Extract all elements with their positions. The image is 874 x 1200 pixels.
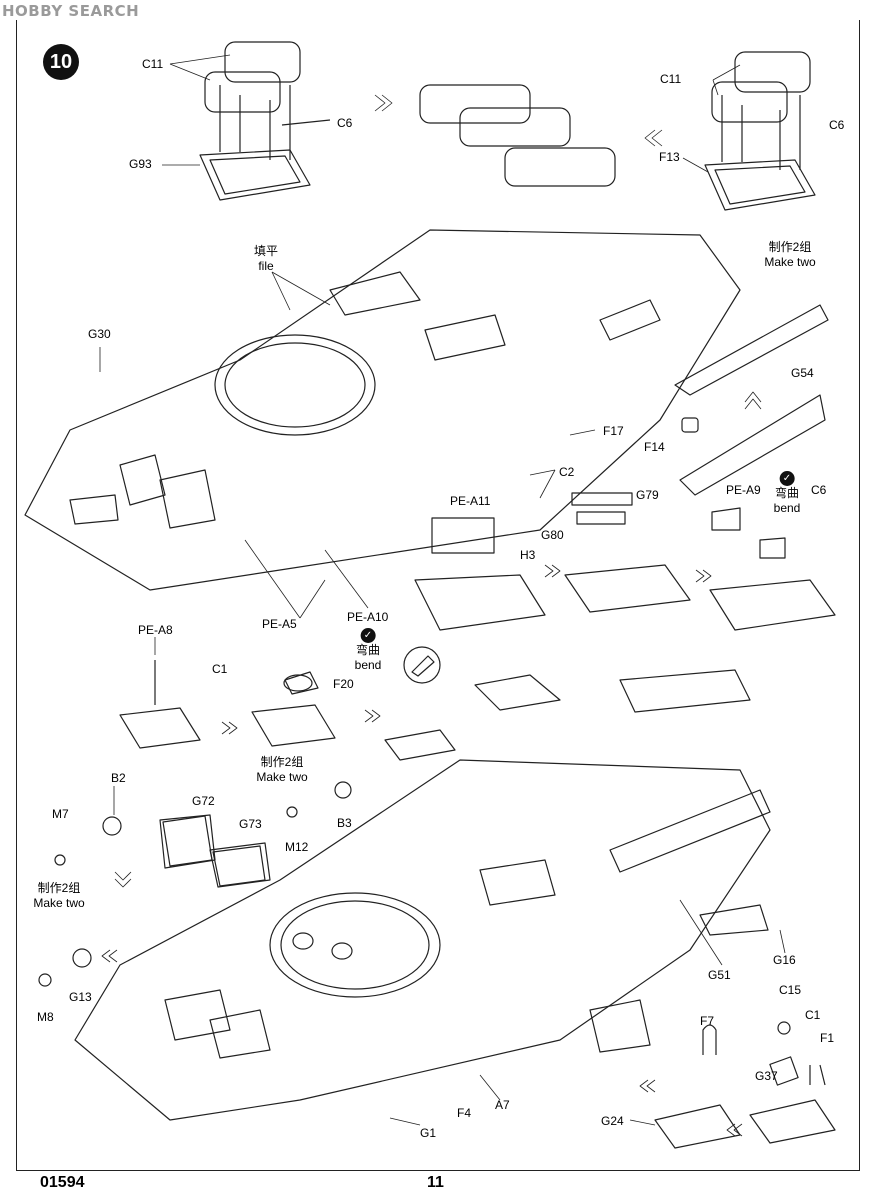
label-c1: C1 (212, 662, 228, 676)
label-f17: F17 (603, 424, 624, 438)
label-g51: G51 (708, 968, 731, 982)
label-f4: F4 (457, 1106, 472, 1120)
note-bend-en: bend (773, 501, 801, 515)
note-make-two-cn: 制作2组 (37, 881, 81, 895)
label-pe-a11: PE-A11 (450, 494, 491, 508)
note-make-two-cn: 制作2组 (260, 755, 304, 769)
small-hatches (119, 660, 336, 749)
leader-lines (99, 54, 786, 1126)
page-border (16, 20, 860, 1171)
label-m7: M7 (52, 807, 69, 821)
label-h3: H3 (520, 548, 536, 562)
label-f14: F14 (644, 440, 665, 454)
note-bend-en: bend (354, 658, 382, 672)
label-g80: G80 (541, 528, 564, 542)
label-g37: G37 (755, 1069, 778, 1083)
note-bend: ✓ 弯曲 bend (773, 470, 801, 516)
label-b2: B2 (111, 771, 126, 785)
bend-icon: ✓ (360, 628, 376, 643)
label-b3: B3 (337, 816, 352, 830)
label-c6: C6 (337, 116, 353, 130)
label-c6: C6 (829, 118, 845, 132)
note-make-two-en: Make two (764, 255, 816, 269)
hobby-search-watermark: HOBBY SEARCH (2, 2, 140, 20)
upper-hull (24, 84, 741, 591)
label-c6: C6 (811, 483, 827, 497)
label-c15: C15 (779, 983, 802, 997)
label-g1: G1 (420, 1126, 437, 1140)
note-make-two: 制作2组 Make two (33, 881, 84, 911)
label-g72: G72 (192, 794, 215, 808)
note-make-two-cn: 制作2组 (768, 240, 812, 254)
label-c1: C1 (805, 1008, 821, 1022)
note-make-two: 制作2组 Make two (764, 240, 815, 270)
label-f13: F13 (659, 150, 680, 164)
label-f20: F20 (333, 677, 354, 691)
hatch-assembly-top-right (704, 51, 816, 211)
label-g24: G24 (601, 1114, 624, 1128)
label-g93: G93 (129, 157, 152, 171)
page-code: 01594 (40, 1174, 85, 1191)
flow-arrows (101, 94, 762, 1137)
lower-hull (74, 669, 771, 1121)
label-pe-a5: PE-A5 (262, 617, 297, 631)
label-m8: M8 (37, 1010, 54, 1024)
label-f1: F1 (820, 1031, 835, 1045)
label-g30: G30 (88, 327, 111, 341)
label-g79: G79 (636, 488, 659, 502)
label-g16: G16 (773, 953, 796, 967)
note-make-two-en: Make two (33, 896, 85, 910)
label-a7: A7 (495, 1098, 510, 1112)
note-bend-cn: 弯曲 (355, 643, 381, 657)
label-pe-a8: PE-A8 (138, 623, 173, 637)
exhaust-parts (674, 304, 829, 496)
note-make-two-en: Make two (256, 770, 308, 784)
step-number-badge: 10 (43, 44, 79, 80)
label-f7: F7 (700, 1014, 715, 1028)
label-g73: G73 (239, 817, 262, 831)
note-make-two: 制作2组 Make two (256, 755, 307, 785)
label-c2: C2 (559, 465, 575, 479)
note-file-cn: 填平 (253, 244, 279, 258)
loose-parts (38, 674, 353, 987)
label-pe-a9: PE-A9 (726, 483, 761, 497)
label-c11: C11 (142, 57, 164, 71)
note-file-en: file (258, 259, 274, 273)
note-bend: ✓ 弯曲 bend (354, 627, 382, 673)
note-file: 填平 file (254, 244, 278, 274)
bend-detail (403, 646, 441, 684)
page-number: 11 (427, 1174, 444, 1191)
mid-panels (414, 492, 836, 631)
bottom-right-parts (654, 1021, 836, 1149)
label-c11: C11 (660, 72, 682, 86)
label-g54: G54 (791, 366, 814, 380)
label-m12: M12 (285, 840, 309, 854)
label-g13: G13 (69, 990, 92, 1004)
note-bend-cn: 弯曲 (774, 486, 800, 500)
hatch-assembly-top-left (199, 41, 331, 201)
bend-icon: ✓ (779, 471, 795, 486)
label-pe-a10: PE-A10 (347, 610, 389, 624)
